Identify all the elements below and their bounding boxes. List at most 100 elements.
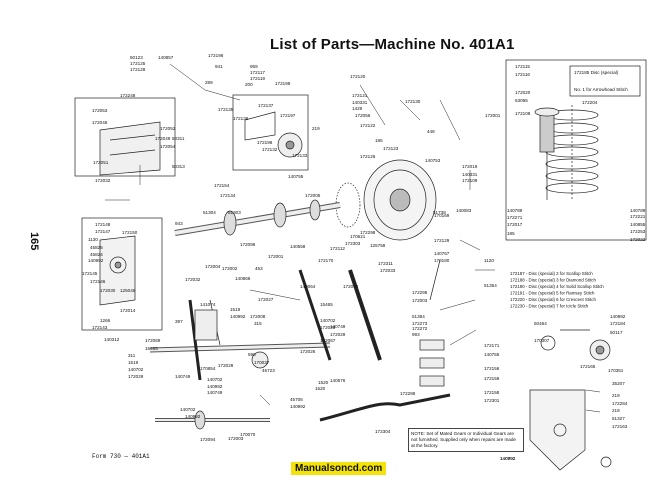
- part-number-label: 172017: [507, 222, 523, 227]
- part-number-label: 140083: [456, 208, 472, 213]
- part-number-label: 140992: [207, 384, 223, 389]
- part-number-label: 140992: [230, 314, 246, 319]
- part-number-label: 172008: [250, 314, 266, 319]
- part-number-label: 959: [250, 64, 258, 69]
- bobbin-winder-group: [540, 329, 611, 361]
- part-number-label: 172052: [160, 126, 176, 131]
- part-number-label: 125046: [120, 288, 136, 293]
- part-number-label: 172054: [160, 144, 176, 149]
- part-number-label: 51303: [228, 210, 241, 215]
- part-number-label: 172148: [95, 222, 111, 227]
- part-number-label: 185: [375, 138, 383, 143]
- part-number-label: 172109: [462, 178, 478, 183]
- part-number-label: 140331: [352, 100, 368, 105]
- part-number-label: 1520: [318, 380, 329, 385]
- part-number-label: 170854: [200, 366, 216, 371]
- part-number-label: 172304: [375, 429, 391, 434]
- part-number-label: 172170: [318, 258, 334, 263]
- part-number-label: 172006: [343, 284, 359, 289]
- part-number-label: 943: [175, 221, 183, 226]
- part-number-label: 45824: [90, 252, 103, 257]
- part-number-label: 172049: [155, 136, 171, 141]
- part-number-label: 140992: [610, 314, 626, 319]
- part-number-label: 51327: [612, 416, 625, 421]
- thread-guide-bracket: [99, 121, 161, 176]
- part-number-label: 172053: [92, 108, 108, 113]
- part-number-label: 1519: [230, 307, 241, 312]
- disc-list-item: 172187 - Disc (special) 2 for Scallop St…: [510, 271, 593, 276]
- presser-mechanism: [244, 111, 303, 158]
- part-number-label: 219: [312, 126, 320, 131]
- part-number-label: 172272: [412, 326, 428, 331]
- part-number-label: 172273: [412, 321, 428, 326]
- part-number-label: 172108: [515, 111, 531, 116]
- part-number-label: 15465: [145, 346, 158, 351]
- part-number-label: 170037: [254, 360, 270, 365]
- part-number-label: 170621: [350, 234, 366, 239]
- part-number-label: 172197: [280, 113, 296, 118]
- part-number-label: 172143: [92, 325, 108, 330]
- part-number-label: 140749: [330, 324, 346, 329]
- handwheel-gear: [335, 159, 437, 241]
- disc-special-label: 172185 Disc (special): [574, 70, 619, 75]
- part-number-label: 172123: [383, 146, 399, 151]
- part-number-label: 172005: [305, 193, 321, 198]
- part-number-label: 172122: [360, 123, 376, 128]
- part-number-label: 1266: [100, 318, 111, 323]
- part-number-label: 140755: [484, 352, 500, 357]
- part-number-label: 1429: [352, 106, 363, 111]
- part-number-label: 172298: [360, 230, 376, 235]
- part-number-label: 172003: [412, 298, 428, 303]
- form-number: Form 730 — 401A1: [92, 453, 150, 460]
- part-number-label: 140312: [104, 337, 120, 342]
- part-number-label: 172184: [610, 321, 626, 326]
- disc-special-sublabel: No. 1 for Arrowhead Stitch: [574, 87, 628, 92]
- part-number-label: 172146: [90, 279, 106, 284]
- part-number-label: 45825: [90, 245, 103, 250]
- part-number-label: 172311: [378, 261, 393, 266]
- part-number-label: 140702: [180, 407, 196, 412]
- part-number-label: 172029: [330, 332, 346, 337]
- part-number-label: 172130: [405, 99, 421, 104]
- part-number-label: 172003: [228, 436, 244, 441]
- part-number-label: 172032: [95, 178, 111, 183]
- part-number-label: 172165: [580, 364, 596, 369]
- part-number-label: 1120: [484, 258, 494, 263]
- part-number-label: 50311: [172, 136, 185, 141]
- part-number-label: 172196: [208, 53, 224, 58]
- part-number-label: 397: [175, 319, 183, 324]
- part-number-label: 140064: [300, 284, 316, 289]
- part-number-label: 172145: [82, 271, 98, 276]
- upper-left-box: [74, 97, 176, 177]
- part-number-label: 172163: [612, 424, 628, 429]
- part-number-label: 172159: [484, 376, 500, 381]
- part-number-label: 448: [427, 129, 435, 134]
- part-number-label: 1130: [88, 237, 98, 242]
- part-number-label: 172033: [380, 268, 396, 273]
- part-number-label: 172198: [257, 140, 273, 145]
- part-number-label: 172120: [350, 74, 366, 79]
- part-number-label: 172001: [485, 113, 501, 118]
- part-number-label: 140702: [500, 456, 516, 461]
- part-number-label: 172026: [300, 349, 316, 354]
- part-number-label: 172147: [95, 229, 111, 234]
- part-number-label: 172248: [120, 93, 136, 98]
- part-number-label: 172138: [233, 116, 249, 121]
- part-number-label: 993: [412, 332, 420, 337]
- part-number-label: 15465: [320, 302, 333, 307]
- part-number-label: 140749: [175, 374, 191, 379]
- part-number-label: 170070: [240, 432, 256, 437]
- part-number-label: 170169: [434, 213, 450, 218]
- part-number-label: 219: [612, 408, 620, 413]
- part-number-label: 140702: [128, 367, 144, 372]
- part-number-label: 172154: [214, 183, 230, 188]
- part-number-label: 140331: [462, 172, 478, 177]
- part-number-label: 172286: [400, 391, 416, 396]
- part-number-label: 172117: [250, 70, 265, 75]
- part-number-label: 140576: [330, 378, 346, 383]
- part-number-label: 172295: [412, 290, 428, 295]
- page-punch-hole: [600, 456, 612, 468]
- part-number-label: 140992: [290, 404, 306, 409]
- part-number-label: 50313: [172, 164, 185, 169]
- part-number-label: 172022: [630, 237, 646, 242]
